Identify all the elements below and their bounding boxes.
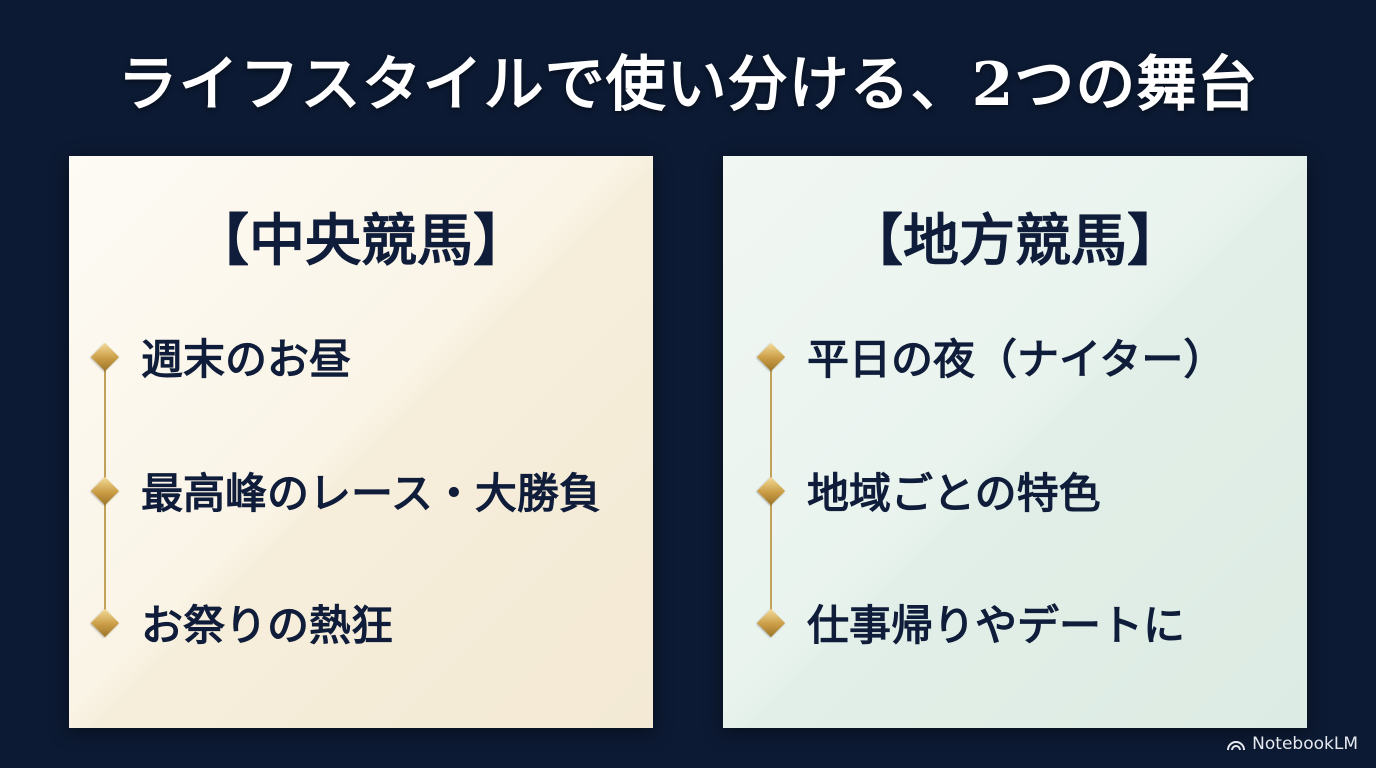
list-item-text: 仕事帰りやデートに — [807, 601, 1186, 650]
gold-diamond-icon — [756, 342, 786, 371]
list-item: お祭りの熱狂 — [90, 592, 394, 653]
list-item: 週末のお昼 — [90, 326, 352, 387]
central-racing-heading: 【中央競馬】 — [193, 208, 529, 274]
list-item-text: 平日の夜（ナイター） — [807, 335, 1226, 384]
list-item-text: 最高峰のレース・大勝負 — [141, 469, 601, 518]
gold-diamond-icon — [756, 476, 786, 505]
gold-diamond-icon — [90, 608, 120, 637]
gold-diamond-icon — [90, 476, 120, 505]
local-racing-card: 【地方競馬】 平日の夜（ナイター） 地域ごとの特色 仕事帰りやデートに — [723, 156, 1307, 728]
list-item-text: お祭りの熱狂 — [141, 601, 394, 650]
list-item: 最高峰のレース・大勝負 — [90, 460, 601, 521]
local-racing-heading: 【地方競馬】 — [847, 208, 1183, 274]
page-title: ライフスタイルで使い分ける、2つの舞台 — [117, 50, 1259, 120]
notebooklm-logo-icon — [1227, 741, 1246, 751]
list-item: 仕事帰りやデートに — [756, 592, 1186, 653]
list-item: 地域ごとの特色 — [756, 460, 1101, 521]
central-racing-card: 【中央競馬】 週末のお昼 最高峰のレース・大勝負 お祭りの熱狂 — [69, 156, 653, 728]
list-item: 平日の夜（ナイター） — [756, 326, 1226, 387]
list-item-text: 地域ごとの特色 — [807, 469, 1101, 518]
gold-diamond-icon — [756, 608, 786, 637]
watermark-label: NotebookLM — [1252, 734, 1358, 754]
list-item-text: 週末のお昼 — [141, 335, 352, 384]
notebooklm-watermark: NotebookLM — [1226, 734, 1358, 754]
gold-diamond-icon — [90, 342, 120, 371]
